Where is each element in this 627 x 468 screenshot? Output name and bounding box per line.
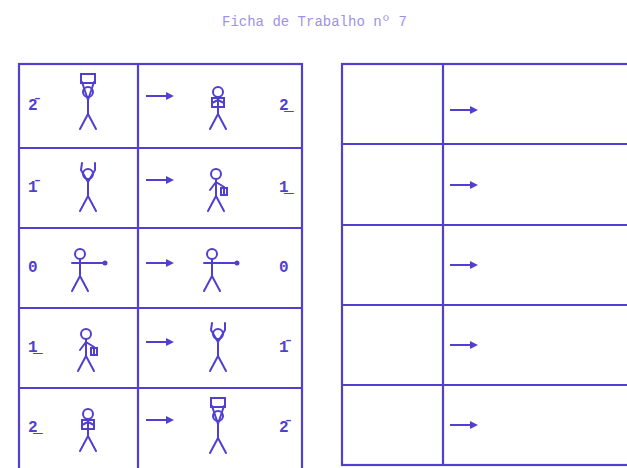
table-number: 1̄ <box>279 339 289 357</box>
table-number: 1̲ <box>279 179 289 197</box>
sheet-title: Ficha de Trabalho nº 7 <box>222 14 407 30</box>
table-number: 1̄ <box>28 179 38 197</box>
table-number: 1̲ <box>28 339 38 357</box>
right-table <box>342 64 627 465</box>
table-number: 2̄ <box>28 97 38 115</box>
table-number: 0 <box>279 259 289 277</box>
table-number: 0 <box>28 259 38 277</box>
table-number: 2̄ <box>279 419 289 437</box>
stick-figures <box>72 74 239 453</box>
left-table <box>19 64 302 468</box>
table-number: 2̲ <box>28 419 38 437</box>
table-number: 2̲ <box>279 97 289 115</box>
arrows <box>146 92 478 429</box>
